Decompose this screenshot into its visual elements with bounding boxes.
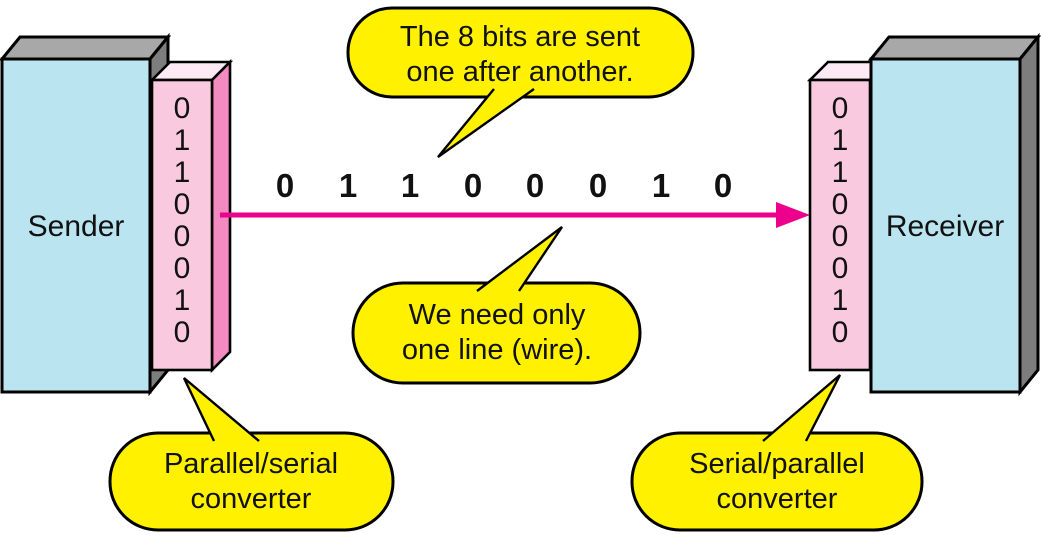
receiver-top-face xyxy=(867,35,1041,61)
callout-parallel-serial-line1: Parallel/serial xyxy=(164,448,338,480)
wire-bit: 1 xyxy=(339,167,357,204)
callout-parallel-serial: Parallel/serial converter xyxy=(108,377,395,532)
sender-converter-bit: 0 xyxy=(174,252,191,285)
wire-bit: 0 xyxy=(589,167,607,204)
wire-bit: 1 xyxy=(401,167,419,204)
callout-serial-parallel-tail xyxy=(762,374,842,442)
callout-bits-sent-tail xyxy=(437,88,535,158)
receiver-converter-bit: 1 xyxy=(832,124,849,157)
sender-device: Sender xyxy=(0,32,172,397)
callout-serial-parallel: Serial/parallel converter xyxy=(630,374,924,532)
callout-parallel-serial-tail xyxy=(182,377,260,442)
sender-converter-bit: 0 xyxy=(174,316,191,349)
serial-parallel-converter: 0 1 1 0 0 0 1 0 xyxy=(808,78,872,372)
receiver-front-face xyxy=(869,57,1022,394)
callout-bits-sent: The 8 bits are sent one after another. xyxy=(346,6,695,158)
callout-one-line: We need only one line (wire). xyxy=(351,226,642,385)
sender-top-face xyxy=(0,35,172,61)
callout-one-line-bubble xyxy=(351,281,642,385)
receiver-converter-bit: 1 xyxy=(832,284,849,317)
callout-serial-parallel-line1: Serial/parallel xyxy=(689,448,865,480)
receiver-converter-bit: 1 xyxy=(832,156,849,189)
sender-converter-bit: 1 xyxy=(174,124,191,157)
receiver-converter-bit: 0 xyxy=(832,220,849,253)
receiver-converter-bit: 0 xyxy=(832,188,849,221)
receiver-side-face xyxy=(1018,32,1040,397)
receiver-converter-bit: 0 xyxy=(832,316,849,349)
parallel-serial-converter: 0 1 1 0 0 0 1 0 xyxy=(148,58,234,374)
serial-wire: 0 1 1 0 0 0 1 0 xyxy=(220,167,810,228)
callout-bits-sent-line2: one after another. xyxy=(406,56,633,88)
sender-converter-bit: 0 xyxy=(174,188,191,221)
serial-parallel-converter-front-face xyxy=(808,78,872,372)
callout-parallel-serial-line2: converter xyxy=(191,483,312,515)
wire-bit: 0 xyxy=(276,167,294,204)
parallel-serial-converter-front-face xyxy=(150,78,214,372)
wire-bit: 0 xyxy=(464,167,482,204)
wire-arrowhead xyxy=(776,202,810,228)
callout-bits-sent-line1: The 8 bits are sent xyxy=(400,21,640,53)
sender-front-face xyxy=(0,57,152,394)
sender-converter-bit: 1 xyxy=(174,284,191,317)
receiver-device: Receiver xyxy=(867,32,1041,397)
callout-serial-parallel-line2: converter xyxy=(717,483,838,515)
callout-one-line-line1: We need only xyxy=(409,299,586,331)
wire-bit: 0 xyxy=(526,167,544,204)
receiver-label: Receiver xyxy=(886,210,1004,243)
receiver-converter-bit: 0 xyxy=(832,92,849,125)
callout-parallel-serial-bubble xyxy=(108,431,395,532)
sender-label: Sender xyxy=(28,210,125,243)
callout-one-line-line2: one line (wire). xyxy=(402,334,592,366)
receiver-converter-bit: 0 xyxy=(832,252,849,285)
callout-one-line-tail xyxy=(476,226,563,292)
wire-bit: 1 xyxy=(652,167,670,204)
sender-converter-bit: 1 xyxy=(174,156,191,189)
sender-converter-bit: 0 xyxy=(174,92,191,125)
wire-bit: 0 xyxy=(714,167,732,204)
sender-converter-bit: 0 xyxy=(174,220,191,253)
